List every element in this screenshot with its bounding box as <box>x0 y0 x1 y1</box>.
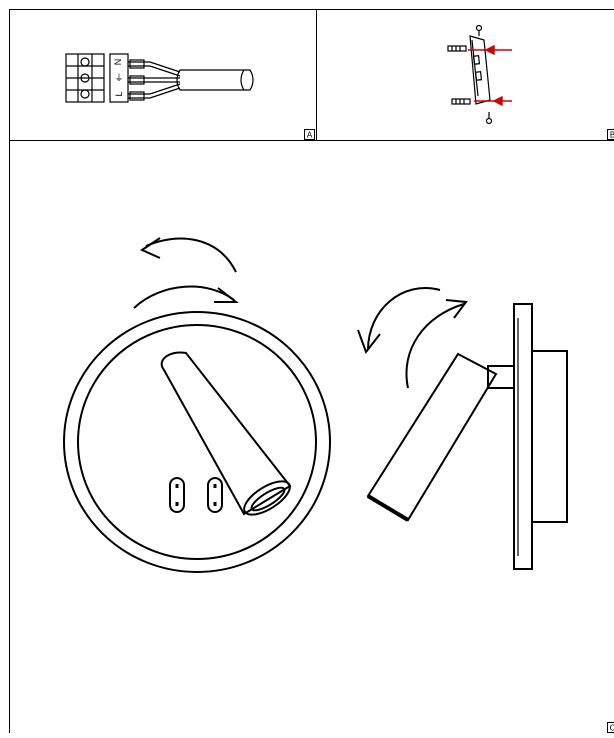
terminal-screw-icon <box>81 90 89 98</box>
panel-frames <box>10 10 614 734</box>
side-wall-plate <box>514 304 532 569</box>
panel-b-mounting <box>448 26 492 124</box>
side-spotlight-tube <box>368 354 496 520</box>
tilt-arrow-icon <box>368 288 440 350</box>
panel-c-luminaire <box>64 238 567 572</box>
terminal-letters: N ⏚ L <box>113 59 124 97</box>
switch-button-right <box>208 478 222 512</box>
side-swivel-arm <box>488 366 514 388</box>
switch-button-left <box>170 478 184 512</box>
panel-label-c: C <box>610 724 614 733</box>
rotate-arrow-icon <box>146 239 236 272</box>
spotlight-lens <box>239 475 295 521</box>
terminal-label-l: L <box>114 91 124 96</box>
base-plate-outer <box>64 312 330 572</box>
side-back-box <box>532 351 567 522</box>
terminal-label-earth: ⏚ <box>114 73 123 83</box>
screw-icon <box>477 26 482 31</box>
screw-icon <box>487 119 492 124</box>
terminal-label-n: N <box>113 59 123 66</box>
outer-frame <box>10 10 614 734</box>
terminal-screw-icon <box>81 58 89 66</box>
panel-label-a: A <box>307 131 313 140</box>
wall-plug-icon <box>452 99 470 104</box>
wall-plug-icon <box>448 46 466 51</box>
panel-a-wiring <box>66 54 253 102</box>
base-plate-inner <box>78 325 316 559</box>
panel-label-b: B <box>610 131 614 140</box>
